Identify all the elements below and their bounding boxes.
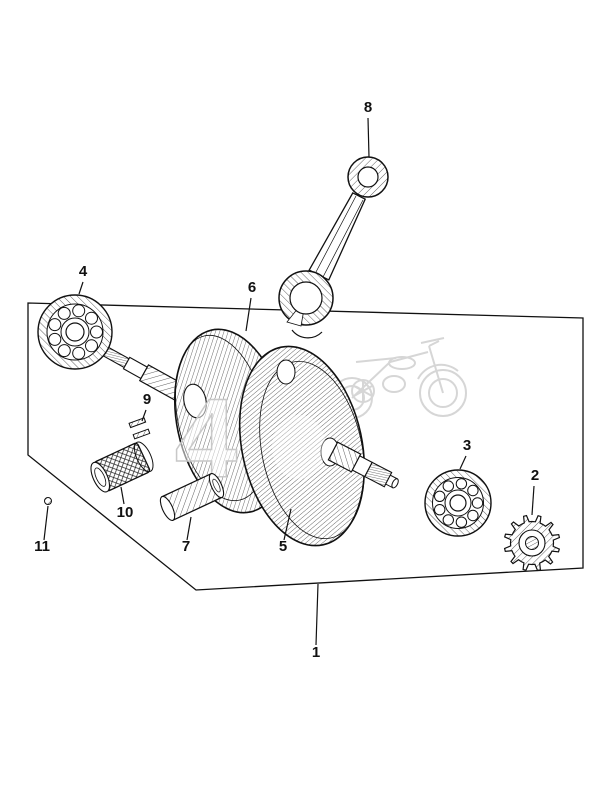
part-label-11: 11: [34, 538, 50, 555]
part-label-8: 8: [364, 99, 372, 116]
part-5-flywheel-right: [238, 345, 366, 547]
part-label-9: 9: [143, 391, 151, 408]
part-7-crank-pin: [159, 472, 225, 522]
part-11-pin: [44, 497, 52, 505]
part-9-key: [128, 417, 151, 440]
part-10-needle-bearing: [90, 441, 154, 493]
part-8-connecting-rod: [278, 156, 389, 339]
part-label-4: 4: [79, 263, 88, 280]
part-label-1: 1: [312, 644, 320, 661]
leader-lines: [43, 117, 535, 646]
watermark-highlight: [272, 415, 326, 479]
part-3-ball-bearing-right: [424, 469, 492, 537]
assembly-boundary-line: [27, 302, 584, 591]
motorcycle-watermark-icon: [331, 337, 467, 419]
crankshaft-right-shaft: [327, 441, 399, 489]
part-label-5: 5: [279, 538, 287, 555]
part-2-sprocket: [503, 514, 561, 572]
part-label-6: 6: [248, 279, 256, 296]
part-label-3: 3: [463, 437, 471, 454]
part-label-10: 10: [117, 504, 134, 521]
part-label-7: 7: [182, 538, 190, 555]
part-label-2: 2: [531, 467, 539, 484]
part-4-ball-bearing-left: [37, 294, 113, 370]
